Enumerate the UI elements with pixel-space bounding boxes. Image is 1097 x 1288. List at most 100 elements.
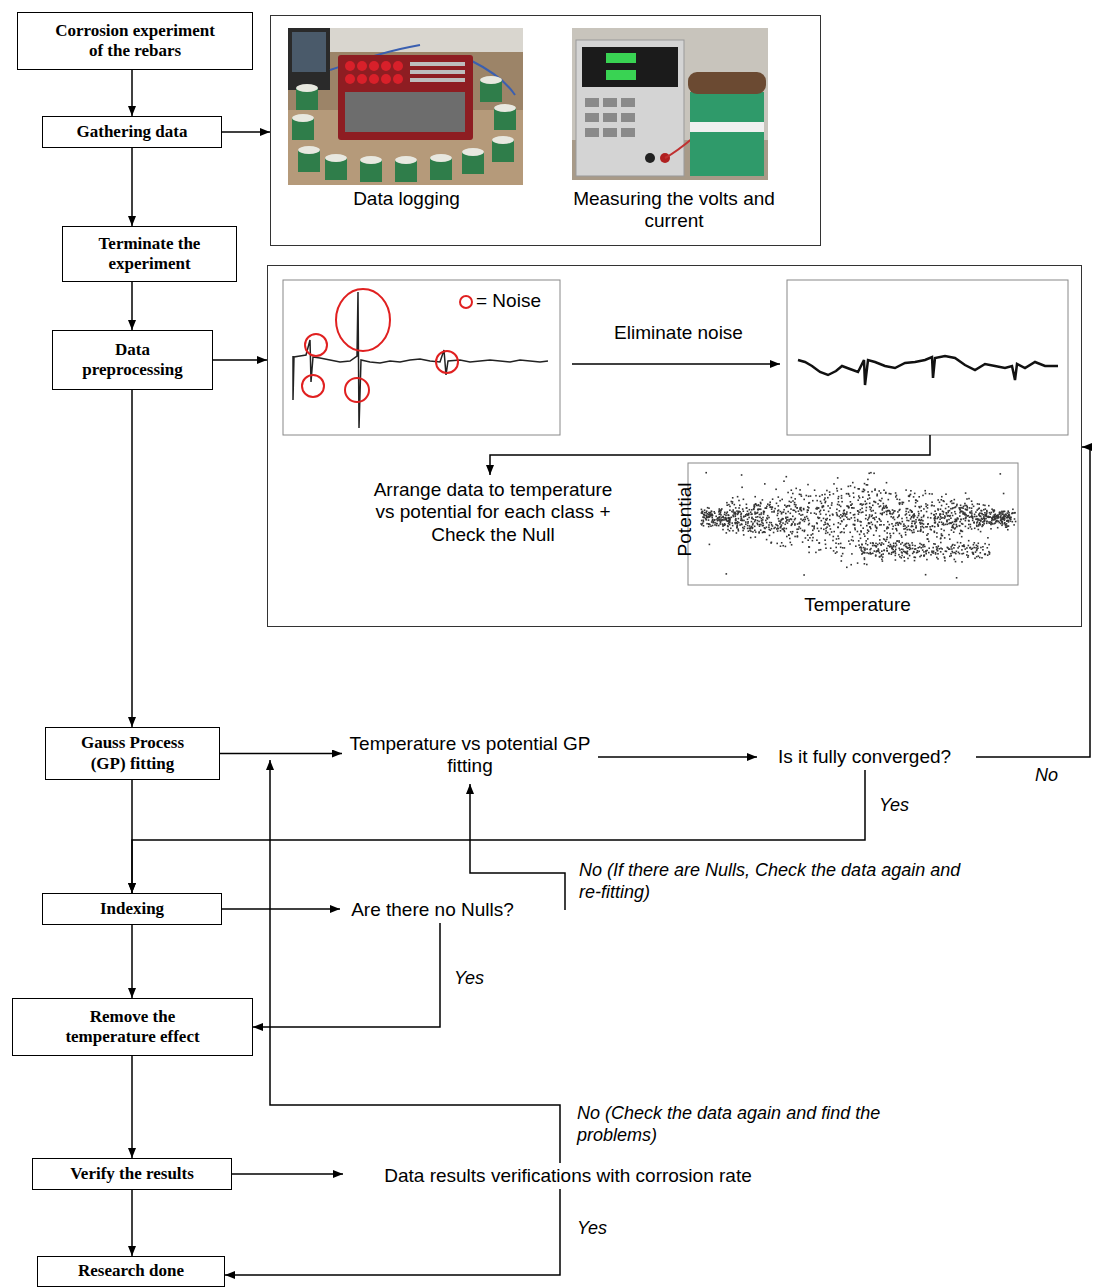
scatter-dot: [869, 497, 871, 499]
scatter-dot: [940, 551, 942, 553]
panel-caption: Eliminate noise: [591, 322, 766, 344]
scatter-dot: [840, 523, 842, 525]
scatter-dot: [920, 506, 922, 508]
scatter-dot: [910, 518, 912, 520]
scatter-dot: [926, 511, 928, 513]
scatter-dot: [883, 524, 885, 526]
scatter-dot: [885, 506, 887, 508]
scatter-dot: [860, 509, 862, 511]
scatter-dot: [794, 504, 796, 506]
scatter-dot: [835, 547, 837, 549]
scatter-dot: [755, 519, 757, 521]
scatter-dot: [930, 529, 932, 531]
scatter-dot: [905, 534, 907, 536]
scatter-dot: [882, 560, 884, 562]
scatter-dot: [926, 559, 928, 561]
scatter-dot: [825, 547, 827, 549]
scatter-dot: [847, 506, 849, 508]
scatter-dot: [738, 530, 740, 532]
scatter-dot: [881, 542, 883, 544]
scatter-dot: [882, 512, 884, 514]
scatter-dot: [760, 529, 762, 531]
scatter-dot: [753, 509, 755, 511]
scatter-dot: [843, 510, 845, 512]
scatter-dot: [777, 527, 779, 529]
scatter-plot: [688, 463, 1018, 585]
scatter-dot: [864, 559, 866, 561]
scatter-dot: [725, 519, 727, 521]
scatter-dot: [975, 547, 977, 549]
scatter-dot: [955, 561, 957, 563]
scatter-dot: [974, 514, 976, 516]
scatter-dot: [908, 525, 910, 527]
scatter-dot: [789, 501, 791, 503]
scatter-dot: [802, 530, 804, 532]
scatter-dot: [741, 517, 743, 519]
scatter-dot: [716, 525, 718, 527]
scatter-dot: [748, 513, 750, 515]
scatter-dot: [952, 515, 954, 517]
scatter-dot: [864, 563, 866, 565]
scatter-dot: [918, 515, 920, 517]
scatter-dot: [933, 551, 935, 553]
scatter-dot: [880, 500, 882, 502]
scatter-dot: [984, 543, 986, 545]
scatter-dot: [862, 527, 864, 529]
scatter-dot: [776, 503, 778, 505]
scatter-dot: [709, 514, 711, 516]
scatter-dot: [782, 518, 784, 520]
scatter-dot: [1010, 520, 1012, 522]
scatter-dot: [809, 546, 811, 548]
scatter-dot: [947, 512, 949, 514]
scatter-dot: [909, 514, 911, 516]
scatter-dot: [890, 493, 892, 495]
scatter-dot: [864, 501, 866, 503]
scatter-dot: [759, 525, 761, 527]
scatter-dot: [708, 514, 710, 516]
scatter-dot: [978, 508, 980, 510]
scatter-dot: [925, 526, 927, 528]
scatter-dot: [980, 516, 982, 518]
scatter-dot: [957, 542, 959, 544]
scatter-dot: [712, 521, 714, 523]
scatter-dot: [961, 536, 963, 538]
scatter-dot: [816, 500, 818, 502]
scatter-dot: [749, 529, 751, 531]
scatter-dot: [915, 499, 917, 501]
scatter-dot: [893, 533, 895, 535]
scatter-dot: [746, 507, 748, 509]
scatter-dot: [917, 517, 919, 519]
scatter-dot: [711, 511, 713, 513]
scatter-dot: [873, 534, 875, 536]
scatter-dot: [969, 512, 971, 514]
scatter-dot: [1002, 523, 1004, 525]
scatter-dot: [777, 530, 779, 532]
step-text: Temperature vs potential GP fitting: [342, 728, 598, 782]
scatter-dot: [976, 525, 978, 527]
scatter-dot: [895, 525, 897, 527]
scatter-dot: [950, 553, 952, 555]
scatter-dot: [721, 508, 723, 510]
scatter-dot: [820, 549, 822, 551]
scatter-dot: [930, 554, 932, 556]
scatter-dot: [890, 516, 892, 518]
scatter-dot: [922, 544, 924, 546]
scatter-dot: [854, 529, 856, 531]
scatter-dot: [780, 530, 782, 532]
scatter-dot: [946, 521, 948, 523]
scatter-dot: [790, 513, 792, 515]
scatter-dot: [824, 539, 826, 541]
scatter-dot: [960, 519, 962, 521]
edge-label: Yes: [452, 968, 486, 990]
scatter-dot: [790, 531, 792, 533]
scatter-dot: [955, 521, 957, 523]
scatter-dot: [959, 525, 961, 527]
scatter-dot: [829, 525, 831, 527]
scatter-dot: [908, 529, 910, 531]
scatter-dot: [779, 521, 781, 523]
scatter-dot: [921, 544, 923, 546]
scatter-dot: [979, 515, 981, 517]
scatter-dot: [900, 543, 902, 545]
scatter-dot: [709, 516, 711, 518]
